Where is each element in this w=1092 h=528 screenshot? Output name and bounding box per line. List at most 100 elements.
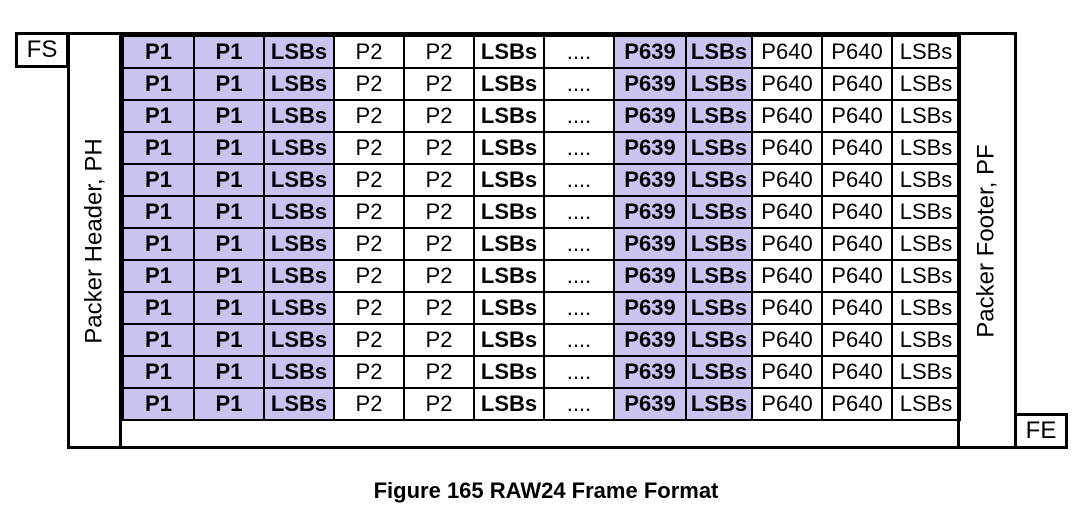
pixel-cell: P2 [403, 35, 475, 69]
pixel-cell: P640 [751, 259, 823, 293]
pixel-cell: LSBs [891, 323, 961, 357]
packet-footer-label: Packer Footer, PF [973, 143, 1000, 338]
pixel-cell: P1 [122, 163, 195, 197]
pixel-cell: LSBs [263, 387, 335, 421]
pixel-cell: .... [543, 355, 615, 389]
pixel-cell: LSBs [263, 323, 335, 357]
pixel-cell: .... [543, 35, 615, 69]
pixel-cell: LSBs [473, 99, 545, 133]
pixel-cell: P2 [403, 195, 475, 229]
pixel-cell: .... [543, 195, 615, 229]
pixel-cell: P2 [333, 355, 405, 389]
pixel-cell: P639 [613, 227, 687, 261]
pixel-cell: LSBs [891, 99, 961, 133]
pixel-cell: P639 [613, 323, 687, 357]
pixel-cell: P2 [403, 259, 475, 293]
pixel-cell: P640 [821, 163, 893, 197]
pixel-cell: P640 [821, 355, 893, 389]
pixel-cell: LSBs [891, 387, 961, 421]
pixel-cell: P640 [821, 67, 893, 101]
pixel-cell: P640 [751, 355, 823, 389]
pixel-cell: LSBs [685, 355, 753, 389]
pixel-cell: P640 [821, 387, 893, 421]
pixel-cell: LSBs [263, 227, 335, 261]
pixel-cell: P2 [403, 67, 475, 101]
pixel-cell: P1 [122, 227, 195, 261]
pixel-cell: P2 [333, 195, 405, 229]
pixel-cell: LSBs [263, 163, 335, 197]
pixel-cell: LSBs [263, 291, 335, 325]
pixel-cell: P2 [333, 99, 405, 133]
pixel-cell: LSBs [473, 131, 545, 165]
pixel-cell: P1 [193, 163, 265, 197]
pixel-cell: LSBs [685, 387, 753, 421]
pixel-cell: LSBs [473, 355, 545, 389]
pixel-cell: P640 [821, 227, 893, 261]
pixel-cell: P639 [613, 195, 687, 229]
pixel-cell: LSBs [473, 35, 545, 69]
pixel-cell: LSBs [685, 35, 753, 69]
pixel-cell: LSBs [473, 163, 545, 197]
pixel-cell: P1 [193, 99, 265, 133]
figure-caption: Figure 165 RAW24 Frame Format [373, 478, 719, 503]
pixel-cell: LSBs [473, 67, 545, 101]
pixel-cell: P2 [403, 387, 475, 421]
pixel-cell: P2 [333, 291, 405, 325]
pixel-cell: LSBs [891, 131, 961, 165]
pixel-cell: P640 [751, 131, 823, 165]
packet-header-label: Packer Header, PH [80, 137, 108, 344]
pixel-cell: P1 [122, 355, 195, 389]
pixel-cell: P640 [751, 67, 823, 101]
pixel-cell: P1 [193, 195, 265, 229]
pixel-cell: LSBs [473, 291, 545, 325]
pixel-cell: P640 [751, 163, 823, 197]
pixel-cell: P1 [193, 35, 265, 69]
pixel-cell: LSBs [685, 227, 753, 261]
pixel-cell: P2 [403, 291, 475, 325]
pixel-cell: LSBs [685, 99, 753, 133]
pixel-cell: LSBs [685, 67, 753, 101]
pixel-cell: P1 [122, 387, 195, 421]
pixel-cell: P1 [122, 259, 195, 293]
pixel-cell: P1 [193, 323, 265, 357]
pixel-cell: P640 [751, 35, 823, 69]
pixel-cell: P639 [613, 99, 687, 133]
pixel-cell: LSBs [473, 195, 545, 229]
pixel-cell: P2 [403, 227, 475, 261]
pixel-cell: LSBs [891, 355, 961, 389]
pixel-cell: P1 [193, 67, 265, 101]
frame-start-box: FS [15, 32, 69, 68]
pixel-cell: P640 [821, 259, 893, 293]
pixel-cell: P639 [613, 163, 687, 197]
pixel-cell: LSBs [473, 323, 545, 357]
pixel-cell: P640 [751, 227, 823, 261]
pixel-cell: P639 [613, 67, 687, 101]
pixel-cell: P2 [403, 131, 475, 165]
pixel-cell: LSBs [263, 259, 335, 293]
pixel-cell: LSBs [473, 259, 545, 293]
pixel-cell: LSBs [891, 227, 961, 261]
pixel-cell: P640 [751, 99, 823, 133]
pixel-cell: P640 [821, 195, 893, 229]
pixel-cell: LSBs [263, 67, 335, 101]
pixel-cell: LSBs [263, 355, 335, 389]
pixel-cell: P1 [122, 99, 195, 133]
pixel-cell: P640 [821, 323, 893, 357]
frame-end-label: FE [1025, 417, 1057, 444]
pixel-cell: LSBs [473, 387, 545, 421]
pixel-cell: LSBs [891, 163, 961, 197]
pixel-cell: .... [543, 387, 615, 421]
pixel-cell: P639 [613, 259, 687, 293]
pixel-cell: P1 [193, 131, 265, 165]
pixel-cell: P1 [122, 35, 195, 69]
